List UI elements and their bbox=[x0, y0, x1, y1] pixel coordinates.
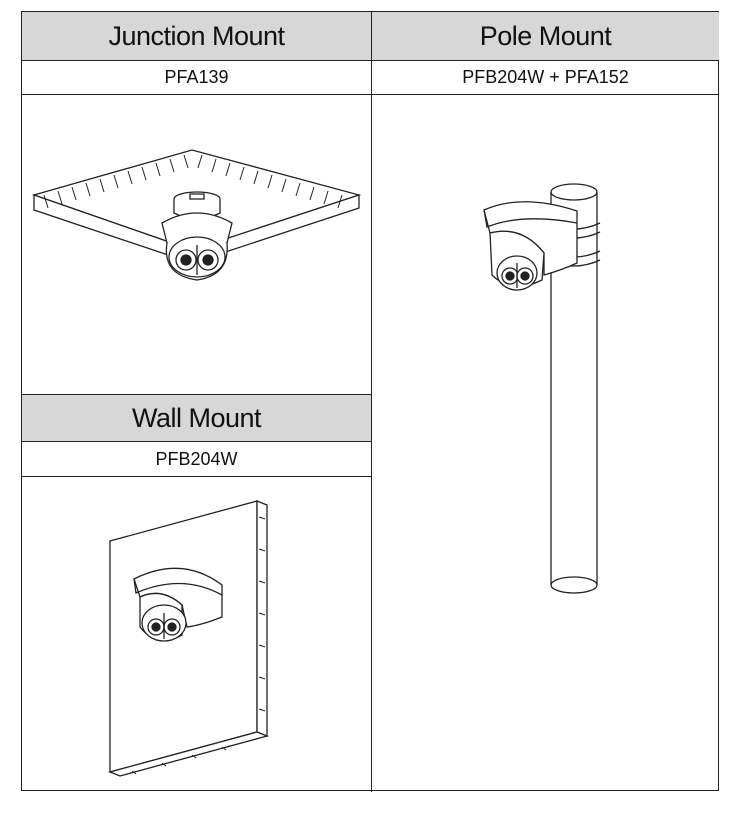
pole-mount-model-row: PFB204W + PFA152 bbox=[372, 61, 719, 95]
pole-mount-title: Pole Mount bbox=[479, 20, 612, 51]
wall-mount-header: Wall Mount bbox=[22, 395, 371, 442]
junction-mount-illustration bbox=[22, 95, 371, 394]
junction-mount-header: Junction Mount bbox=[22, 12, 371, 61]
wall-mount-model-row: PFB204W bbox=[22, 442, 371, 477]
junction-mount-model-row: PFA139 bbox=[22, 61, 371, 95]
mount-options-table: Junction Mount PFA139 Pole Mount PFB204W… bbox=[21, 11, 719, 792]
wall-mount-title: Wall Mount bbox=[131, 402, 262, 433]
wall-mount-illustration bbox=[22, 477, 371, 791]
column-divider bbox=[371, 12, 372, 792]
wall-section-top-line bbox=[22, 394, 371, 395]
wall-mount-model: PFB204W bbox=[155, 448, 238, 469]
pole-mount-illustration bbox=[372, 95, 719, 792]
pole-mount-header: Pole Mount bbox=[372, 12, 719, 61]
junction-mount-title: Junction Mount bbox=[108, 20, 285, 51]
junction-mount-model: PFA139 bbox=[164, 67, 229, 87]
pole-mount-model: PFB204W + PFA152 bbox=[462, 67, 629, 87]
